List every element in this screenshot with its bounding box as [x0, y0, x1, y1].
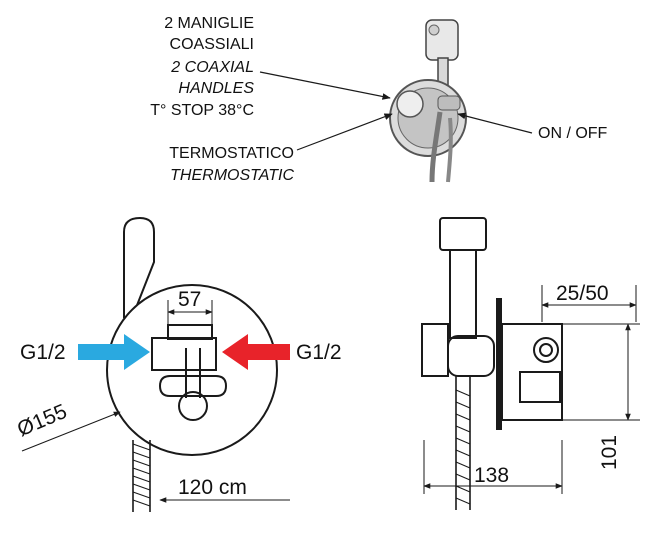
diameter-leader [21, 411, 121, 452]
callout-temp-stop: T° STOP 38°C [150, 102, 254, 119]
side-dim-lines [423, 285, 640, 494]
cold-inlet-arrow [78, 334, 150, 370]
product-photo [389, 19, 467, 183]
dim-width-57: 57 [178, 288, 202, 311]
photo-leaders [259, 71, 533, 151]
inlet-label-right: G1/2 [296, 341, 342, 364]
callout-thermo-en: THERMOSTATIC [170, 167, 294, 184]
callout-handles-en-1: 2 COAXIAL [171, 59, 254, 76]
callout-handles-it-1: 2 MANIGLIE [164, 15, 254, 32]
dim-total-depth: 138 [474, 464, 510, 487]
callout-on-off: ON / OFF [538, 125, 608, 142]
dim-hose-length: 120 cm [178, 476, 247, 499]
dim-height: 101 [598, 434, 621, 470]
front-view-drawing [106, 216, 278, 512]
callout-handles-it-2: COASSIALI [169, 36, 254, 53]
inlet-label-left: G1/2 [20, 341, 66, 364]
dim-57-lines [167, 300, 213, 326]
callout-handles-en-2: HANDLES [178, 80, 254, 97]
callout-thermo-it: TERMOSTATICO [169, 145, 294, 162]
dim-depth-range: 25/50 [556, 282, 609, 305]
hot-inlet-arrow [222, 334, 290, 370]
